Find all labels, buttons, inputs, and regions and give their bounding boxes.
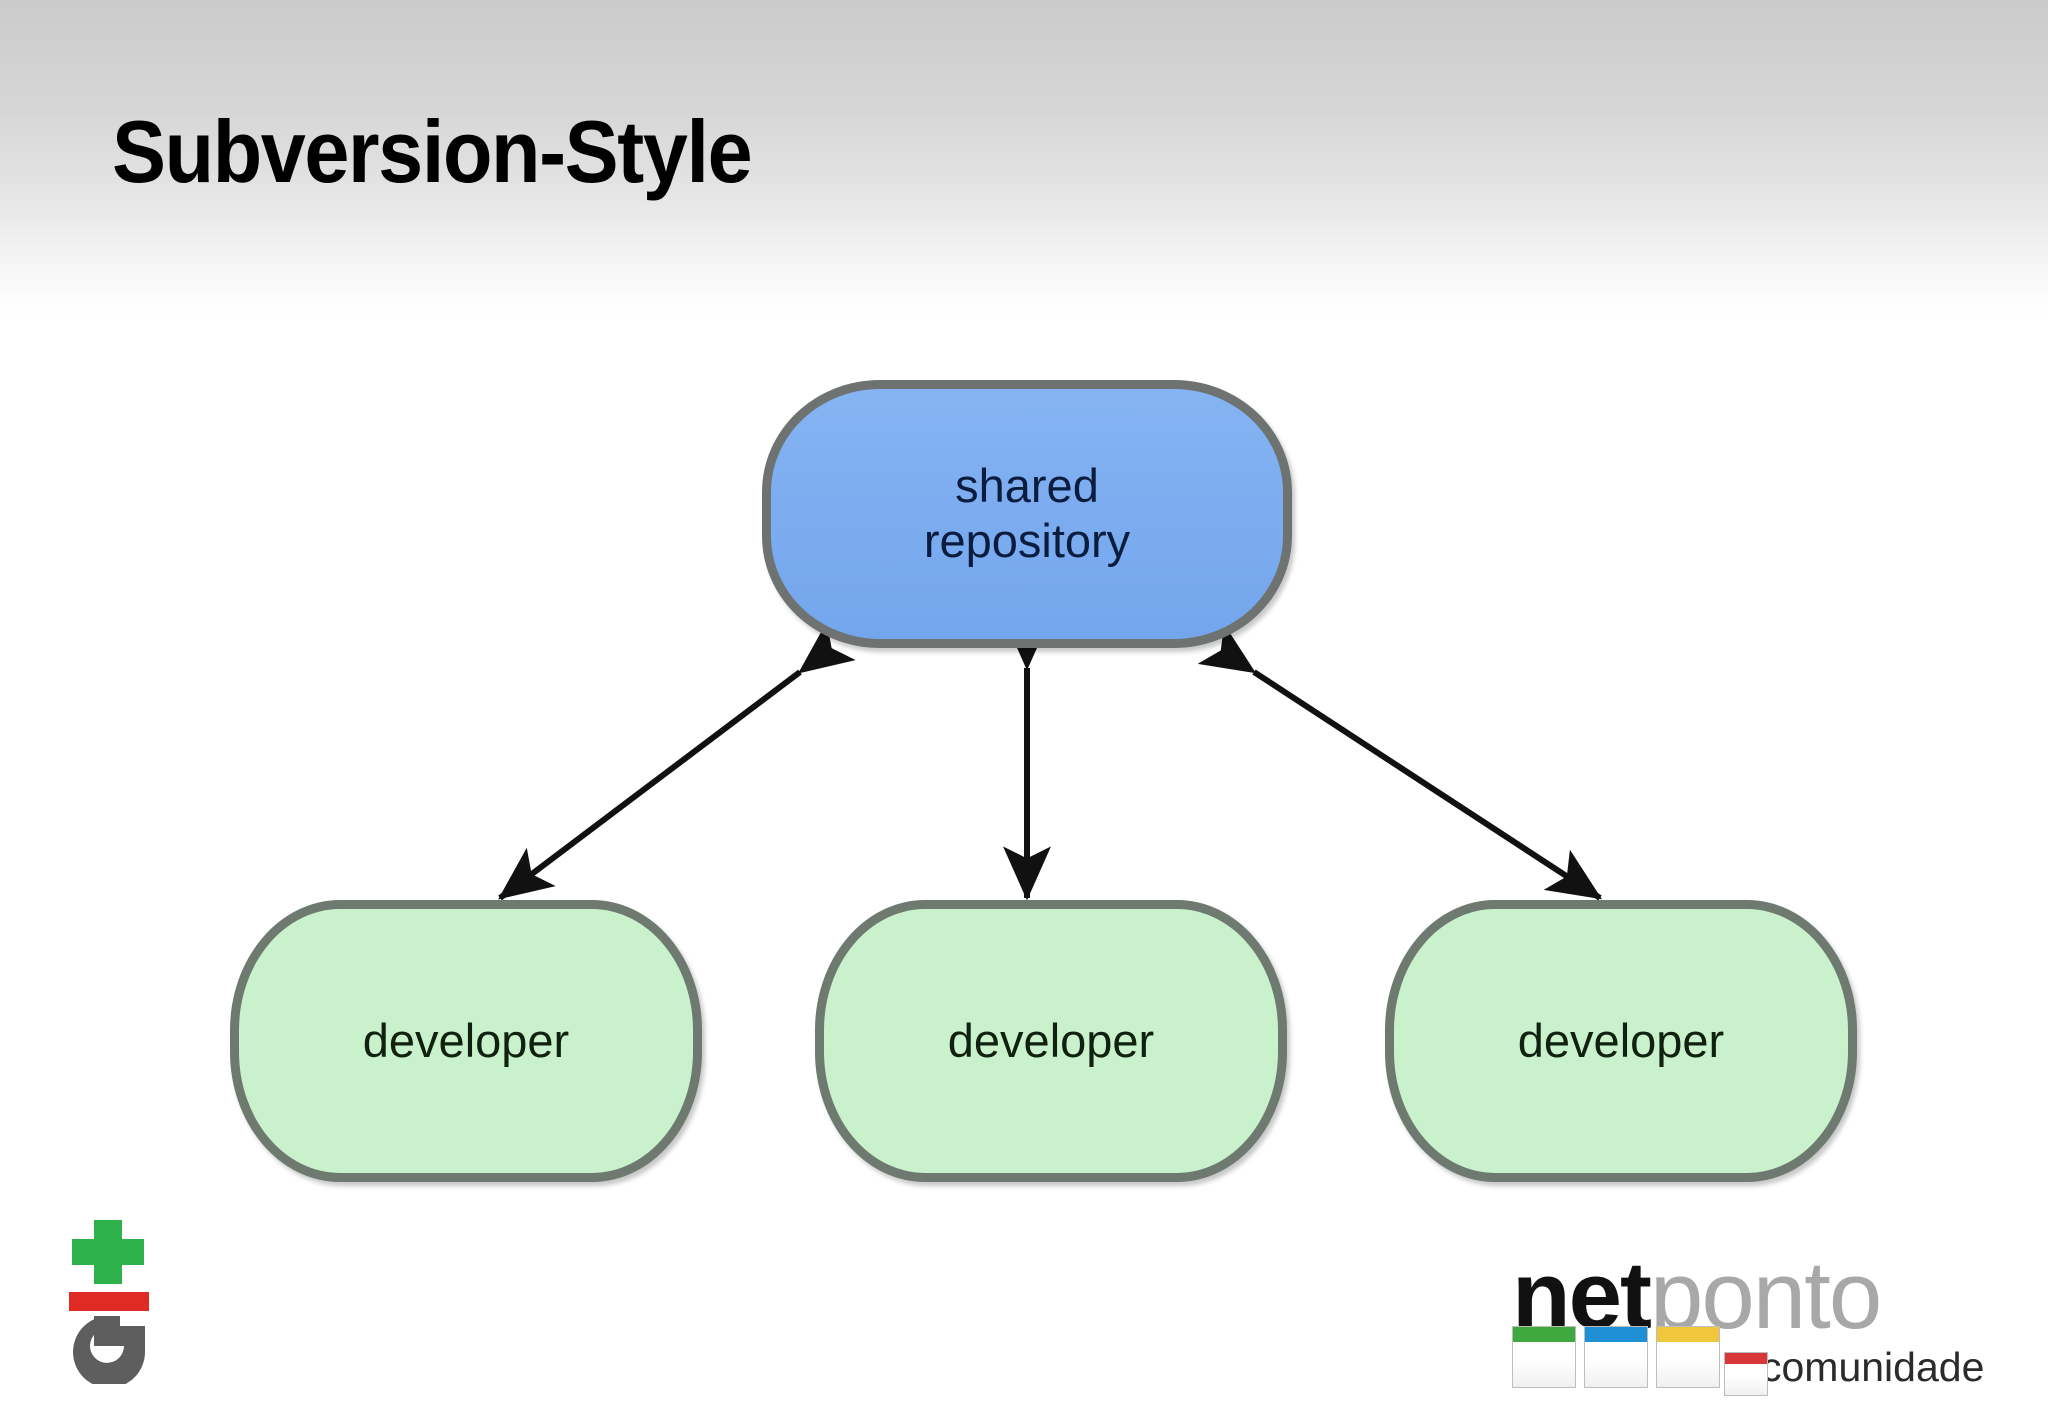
repo-label-line2: repository (923, 514, 1131, 567)
netponto-square-2-cap (1585, 1327, 1647, 1342)
netponto-square-3-cap (1657, 1327, 1719, 1342)
connector-repo-developer-3 (1197, 623, 1603, 901)
netponto-square-2 (1584, 1326, 1648, 1388)
git-logo-icon (69, 1220, 149, 1384)
node-developer-3[interactable]: developer (1385, 900, 1857, 1182)
page-title: Subversion-Style (112, 102, 753, 201)
netponto-square-1-cap (1513, 1327, 1575, 1342)
netponto-square-3 (1656, 1326, 1720, 1388)
node-developer-2[interactable]: developer (815, 900, 1287, 1182)
git-g-stem (94, 1316, 120, 1346)
git-plus-shape (72, 1220, 144, 1284)
node-developer-3-label: developer (1517, 1013, 1725, 1067)
node-developer-1-label: developer (362, 1013, 570, 1067)
git-bar-shape (69, 1292, 149, 1311)
netponto-logo: netponto comunidade (1512, 1248, 2012, 1398)
node-shared-repository-label: shared repository (924, 459, 1130, 568)
netponto-square-4 (1724, 1352, 1768, 1396)
node-developer-2-label: developer (947, 1013, 1155, 1067)
netponto-square-1 (1512, 1326, 1576, 1388)
netponto-tagline: comunidade (1761, 1344, 1985, 1390)
node-shared-repository[interactable]: shared repository (762, 380, 1292, 648)
repo-label-line1: shared (955, 459, 1099, 513)
git-g-shape (73, 1316, 145, 1384)
connector-repo-developer-1 (498, 621, 856, 901)
node-developer-1[interactable]: developer (230, 900, 702, 1182)
netponto-square-4-cap (1725, 1353, 1767, 1364)
